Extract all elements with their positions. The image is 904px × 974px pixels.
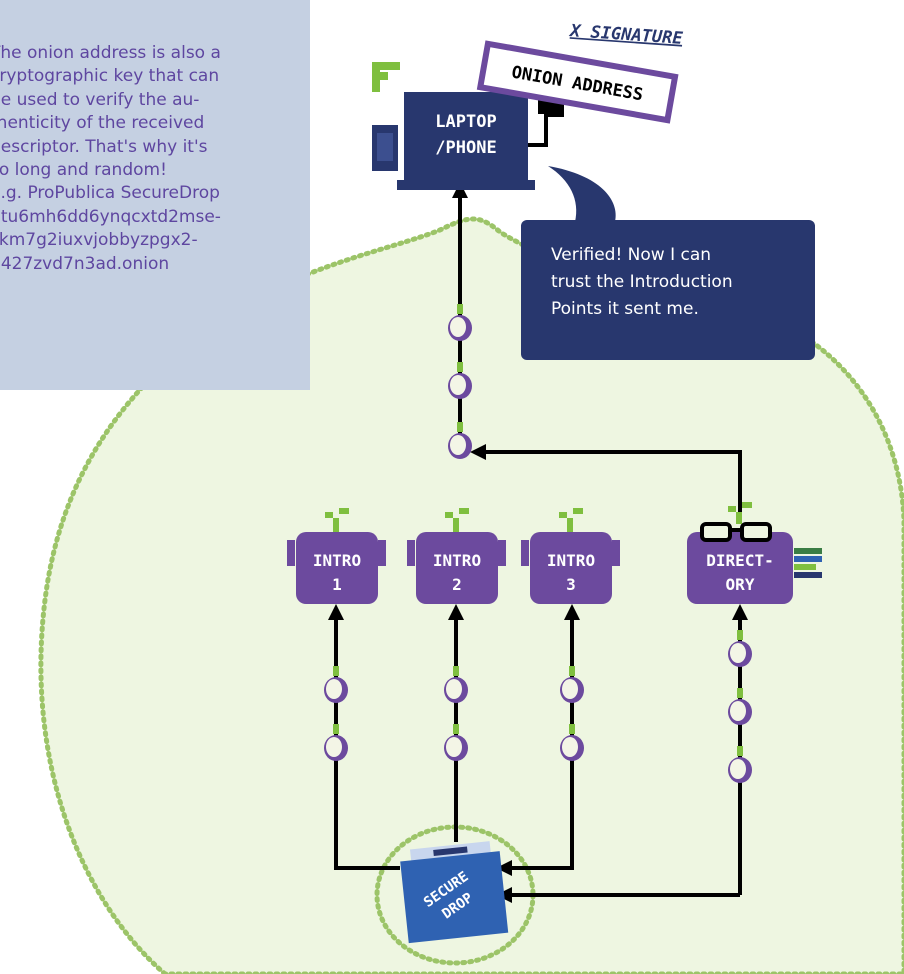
info-line: descriptor. That's why it's <box>0 136 208 157</box>
intro-1-label-1: INTRO <box>313 551 361 570</box>
onion-relay-bead <box>324 666 348 703</box>
bead-core <box>446 737 462 757</box>
laptop-label-2: /PHONE <box>435 138 496 158</box>
onion-relay-bead <box>448 304 472 341</box>
bubble-line: Points it sent me. <box>551 299 699 319</box>
relay-beads <box>324 304 752 783</box>
info-line: The onion address is also a <box>0 43 221 63</box>
books-icon <box>794 548 822 578</box>
bead-core <box>730 643 746 663</box>
bead-sprout <box>453 724 459 734</box>
bead-core <box>562 737 578 757</box>
bubble-text: Verified! Now I can trust the Introducti… <box>551 242 801 323</box>
bead-core <box>450 375 466 395</box>
bead-sprout <box>457 362 463 372</box>
directory-label-1: DIRECT- <box>706 551 773 570</box>
bead-sprout <box>333 666 339 676</box>
onion-relay-bead <box>728 746 752 783</box>
bead-sprout <box>457 422 463 432</box>
bubble-line: trust the Introduction <box>551 272 733 292</box>
bead-sprout <box>453 666 459 676</box>
onion-address-tag: ONION ADDRESS <box>476 40 679 124</box>
bead-core <box>562 679 578 699</box>
onion-relay-bead <box>444 724 468 761</box>
info-line: 7427zvd7n3ad.onion <box>0 253 170 274</box>
bubble-tail <box>548 166 616 222</box>
sprout-icons <box>325 502 752 532</box>
onion-relay-bead <box>448 362 472 399</box>
info-line: cryptographic key that can <box>0 66 220 87</box>
bead-core <box>450 435 466 455</box>
bead-sprout <box>737 746 743 756</box>
intro-1-node: INTRO 1 <box>287 532 386 604</box>
onion-relay-bead <box>448 422 472 459</box>
intro-2-label-1: INTRO <box>433 551 481 570</box>
info-box: The onion address is also a cryptographi… <box>0 0 310 390</box>
directory-node: DIRECT- ORY <box>687 522 822 604</box>
info-line: so long and random! <box>0 160 167 181</box>
glasses-icon <box>700 522 772 542</box>
bead-sprout <box>569 666 575 676</box>
info-line: thenticity of the received <box>0 113 205 134</box>
bubble-line: Verified! Now I can <box>551 245 712 265</box>
bead-core <box>326 737 342 757</box>
onion-relay-bead <box>444 666 468 703</box>
onion-relay-bead <box>560 724 584 761</box>
bead-core <box>450 317 466 337</box>
info-line: be used to verify the au- <box>0 89 200 110</box>
laptop-icon <box>404 92 528 182</box>
intro-3-label-2: 3 <box>566 575 576 594</box>
laptop-phone: LAPTOP /PHONE <box>372 62 564 190</box>
bead-core <box>730 759 746 779</box>
intro-3-node: INTRO 3 <box>521 532 620 604</box>
intro-3-label-1: INTRO <box>547 551 595 570</box>
bead-sprout <box>457 304 463 314</box>
bead-core <box>446 679 462 699</box>
laptop-label-1: LAPTOP <box>435 112 496 132</box>
bead-core <box>326 679 342 699</box>
onion-relay-bead <box>728 630 752 667</box>
info-line: e.g. ProPublica SecureDrop <box>0 183 220 204</box>
onion-relay-bead <box>560 666 584 703</box>
bead-sprout <box>737 688 743 698</box>
securedrop-box <box>400 841 509 944</box>
tag-signature-text: X SIGNATURE <box>567 21 683 49</box>
intro-2-label-2: 2 <box>452 575 462 594</box>
info-text: The onion address is also a cryptographi… <box>0 42 300 276</box>
info-line: 2tu6mh6dd6ynqcxtd2mse- <box>0 206 221 227</box>
directory-label-2: ORY <box>726 575 755 594</box>
info-line: skm7g2iuxvjobbyzpgx2- <box>0 230 198 251</box>
bead-sprout <box>333 724 339 734</box>
onion-relay-bead <box>728 688 752 725</box>
verified-speech-bubble: Verified! Now I can trust the Introducti… <box>521 220 815 360</box>
bead-sprout <box>569 724 575 734</box>
wifi-icon <box>372 62 400 92</box>
bead-core <box>730 701 746 721</box>
onion-relay-bead <box>324 724 348 761</box>
intro-2-node: INTRO 2 <box>407 532 506 604</box>
bead-sprout <box>737 630 743 640</box>
intro-1-label-2: 1 <box>332 575 342 594</box>
